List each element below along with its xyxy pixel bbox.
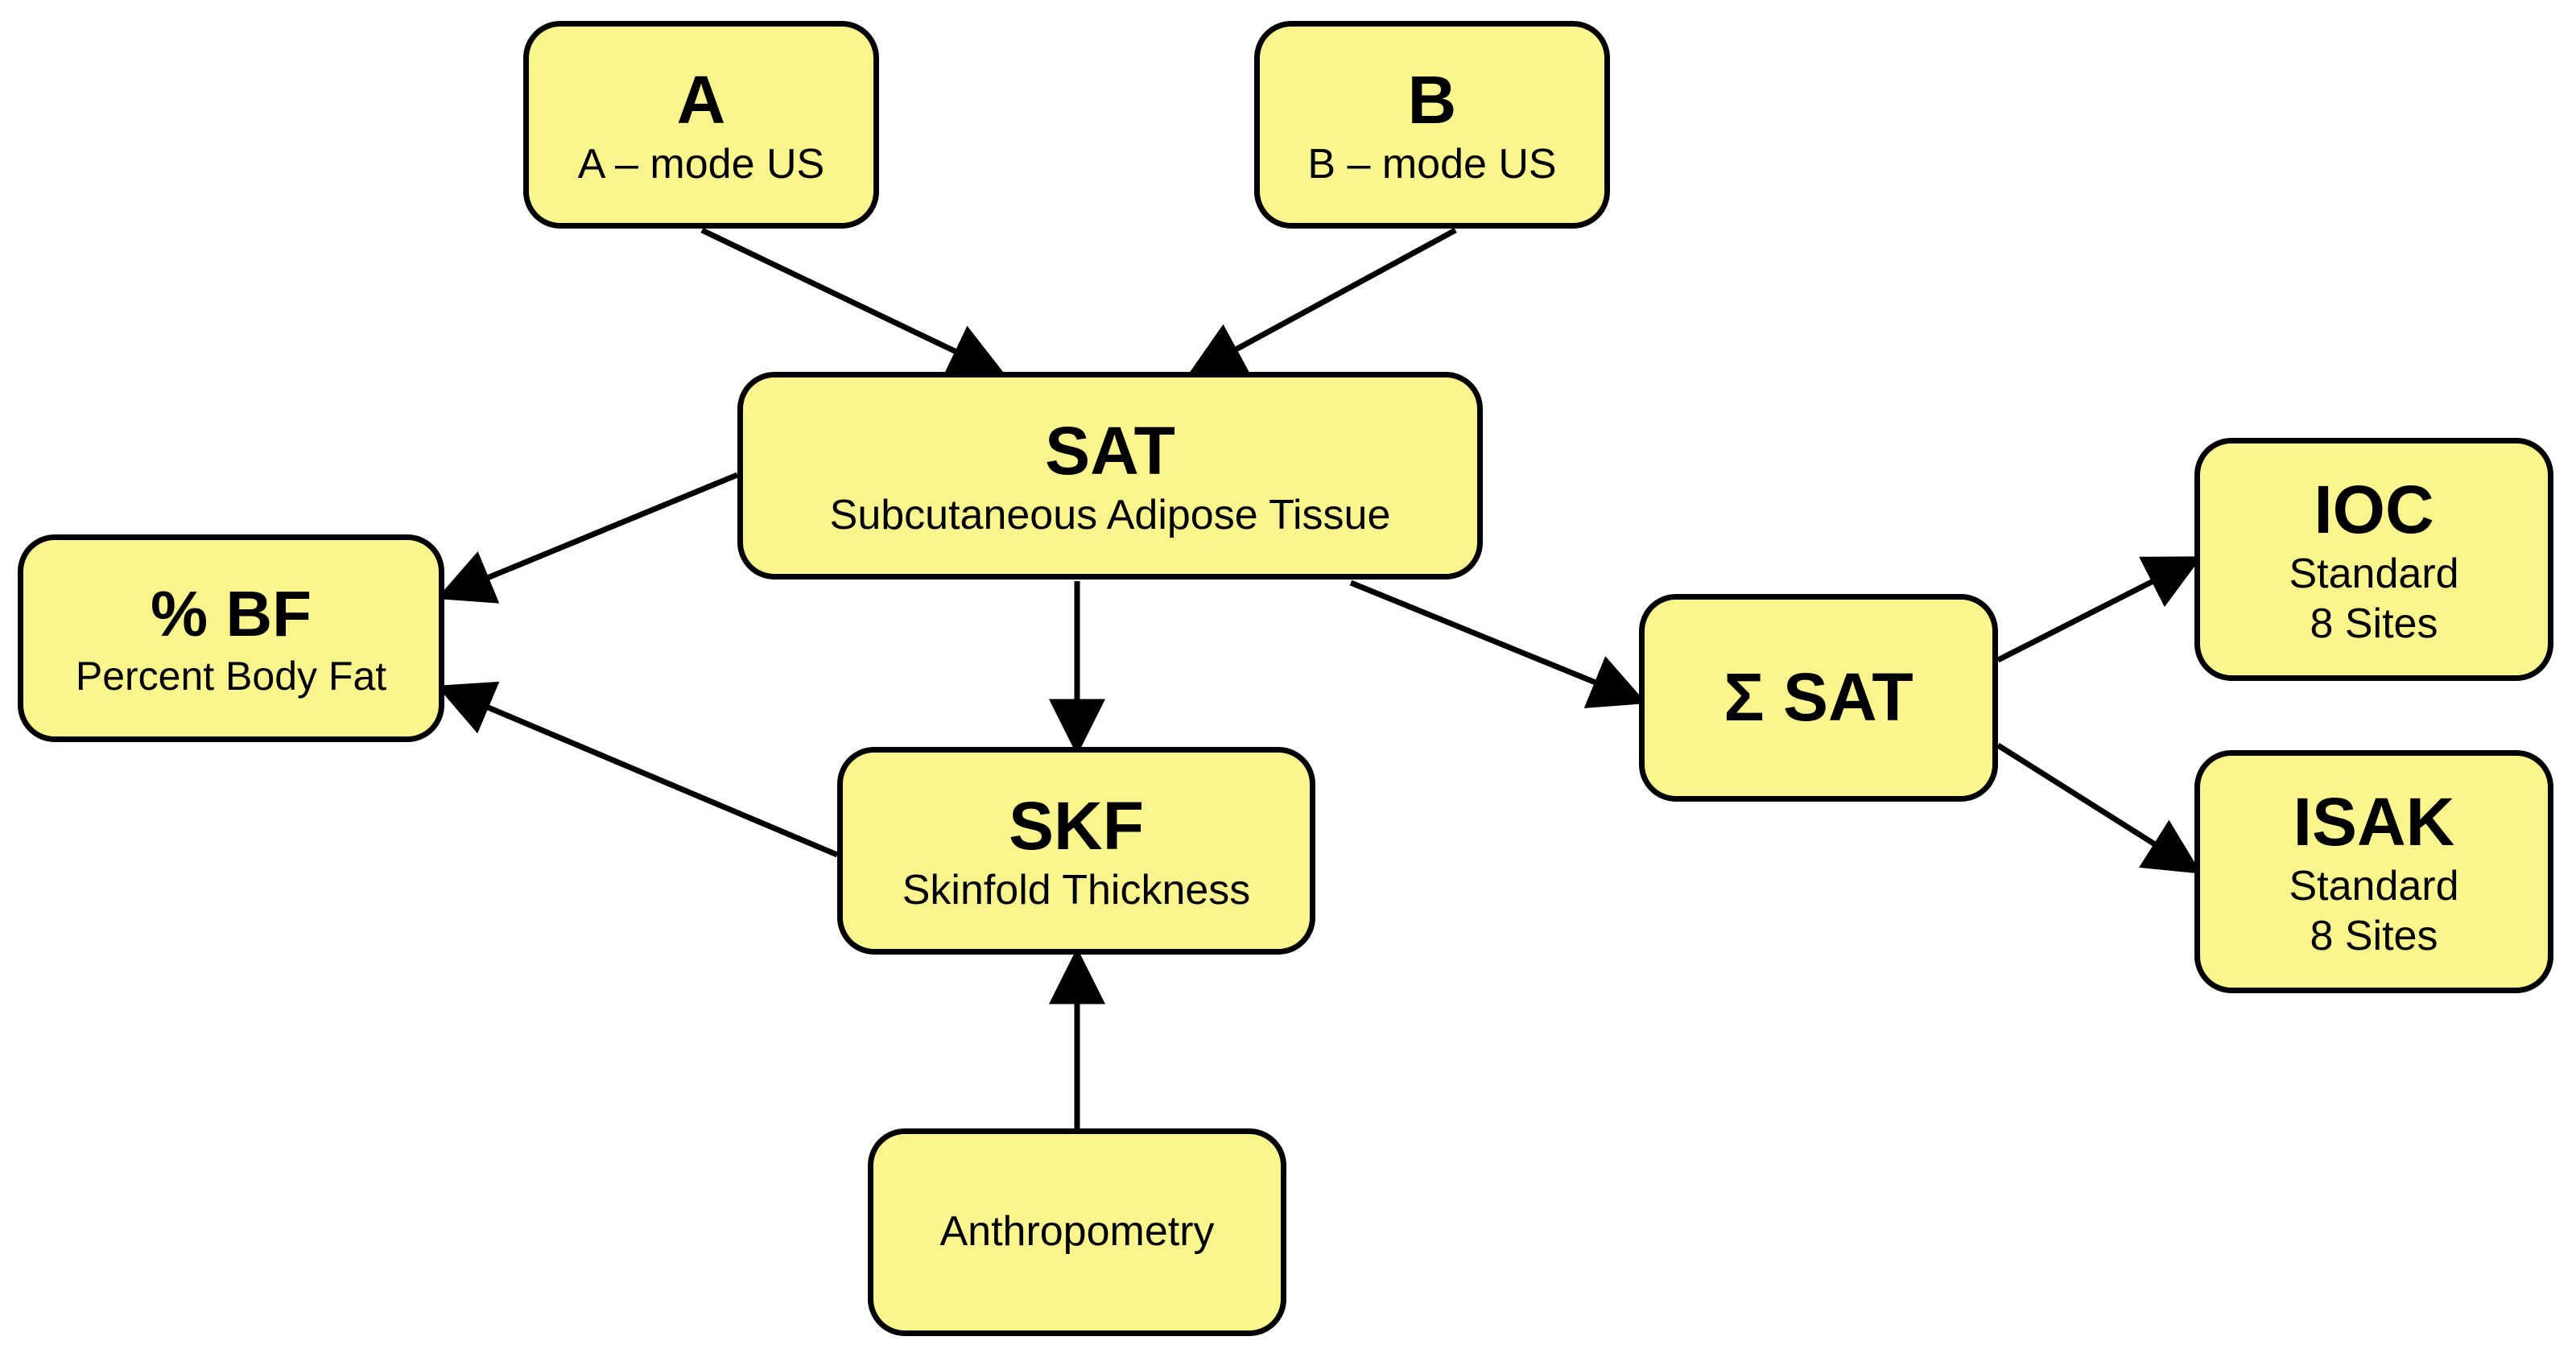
node-isak: ISAK Standard 8 Sites xyxy=(2194,750,2553,993)
node-isak-line1: Standard xyxy=(2289,863,2459,910)
node-a-subtitle: A – mode US xyxy=(577,140,825,188)
arrow-sumsat-to-ioc xyxy=(1996,556,2202,663)
node-b-mode-us: B B – mode US xyxy=(1254,21,1610,229)
node-anthropometry: Anthropometry xyxy=(868,1128,1286,1336)
node-b-subtitle: B – mode US xyxy=(1307,140,1557,188)
arrow-a-to-sat xyxy=(700,227,1006,377)
node-a-mode-us: A A – mode US xyxy=(523,21,879,229)
node-sum-sat-title: Σ SAT xyxy=(1724,659,1913,736)
node-ioc-line2: 8 Sites xyxy=(2310,600,2438,647)
node-ioc-line1: Standard xyxy=(2289,551,2459,598)
node-ioc: IOC Standard 8 Sites xyxy=(2194,438,2553,681)
node-b-title: B xyxy=(1407,61,1457,138)
node-skf: SKF Skinfold Thickness xyxy=(837,747,1315,955)
node-sum-sat: Σ SAT xyxy=(1639,594,1998,802)
node-a-title: A xyxy=(676,61,726,138)
arrow-sumsat-to-isak xyxy=(1996,743,2202,874)
node-bf-title: % BF xyxy=(151,578,312,650)
arrow-b-to-sat xyxy=(1187,227,1457,377)
node-isak-title: ISAK xyxy=(2293,784,2455,860)
node-sat-subtitle: Subcutaneous Adipose Tissue xyxy=(829,491,1391,538)
arrow-sat-to-sumsat xyxy=(1349,580,1647,708)
node-skf-subtitle: Skinfold Thickness xyxy=(902,866,1251,914)
node-bf-subtitle: Percent Body Fat xyxy=(75,653,387,699)
arrow-skf-to-bf xyxy=(436,681,839,858)
node-percent-body-fat: % BF Percent Body Fat xyxy=(18,534,444,742)
arrow-sat-to-bf xyxy=(436,472,739,604)
node-isak-line2: 8 Sites xyxy=(2310,912,2438,959)
node-skf-title: SKF xyxy=(1009,787,1144,864)
node-ioc-title: IOC xyxy=(2314,472,2434,548)
node-sat-title: SAT xyxy=(1045,412,1175,489)
node-sat: SAT Subcutaneous Adipose Tissue xyxy=(737,372,1483,580)
node-anthropometry-label: Anthropometry xyxy=(939,1208,1215,1256)
